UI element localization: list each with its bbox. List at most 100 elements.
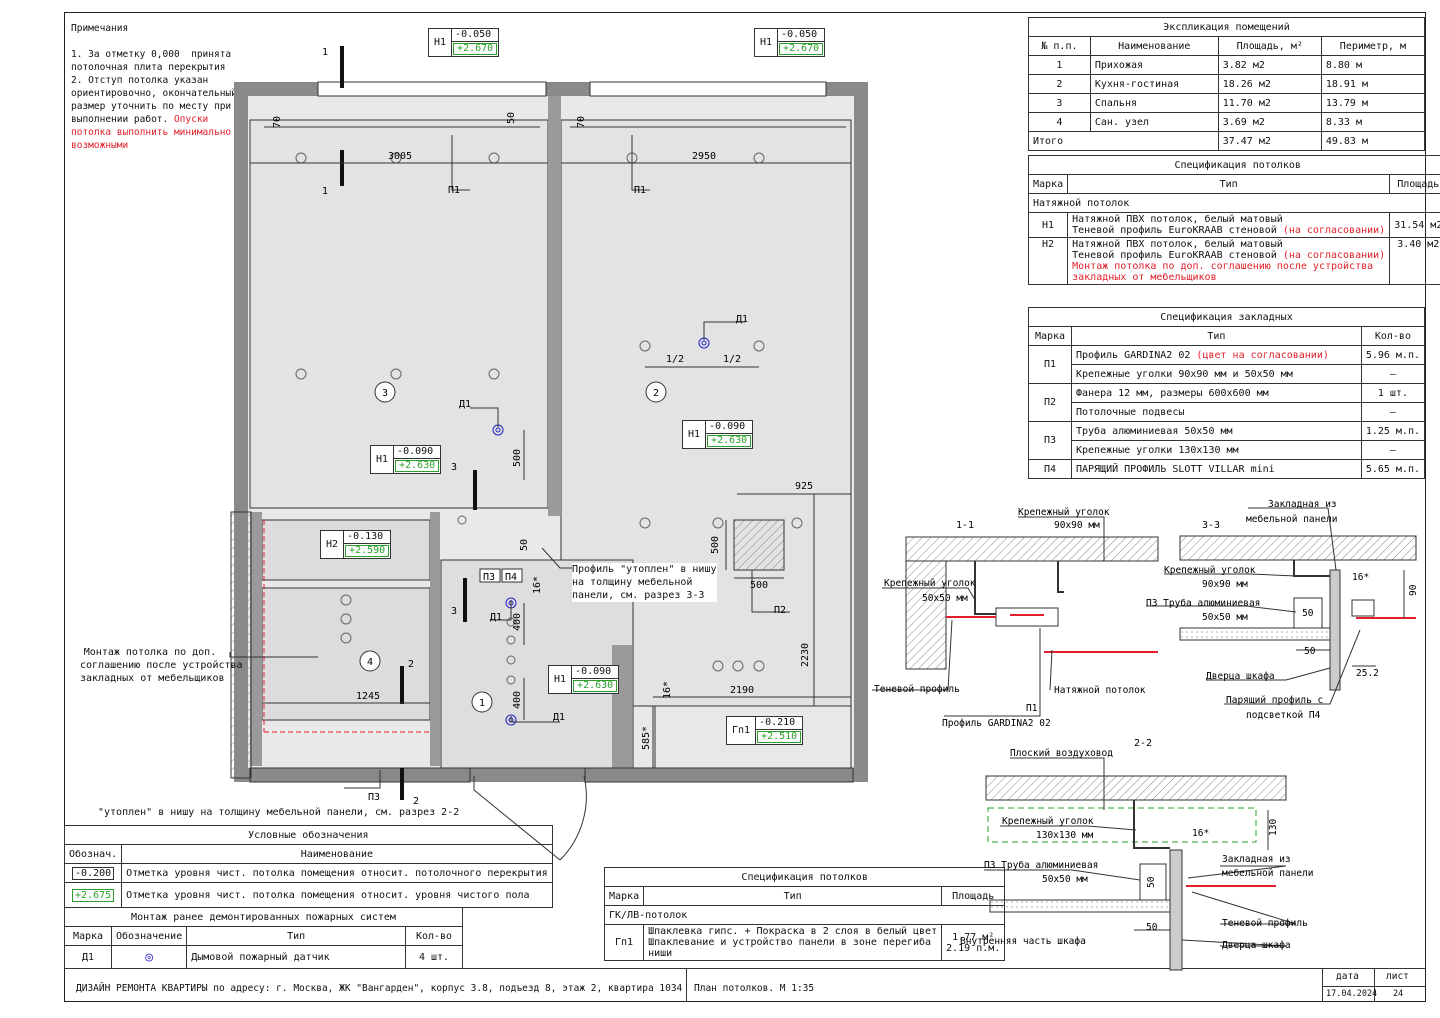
level-mark: Н2-0.130+2.590	[320, 530, 392, 559]
section-title: 2-2	[1134, 738, 1152, 749]
dimension: 925	[795, 481, 813, 492]
corner-bracket	[974, 561, 996, 615]
tag: П1	[448, 185, 460, 196]
dimension: 16*	[1192, 828, 1209, 839]
dimension: 50	[506, 112, 517, 124]
label: Профиль GARDINA2 02	[942, 718, 1051, 729]
leader-lines	[984, 757, 1297, 947]
label: Плоский воздуховод	[1010, 748, 1113, 759]
room-number: 2	[653, 388, 659, 399]
note-line-red: Опуски	[173, 114, 209, 125]
label: Крепежный уголок	[884, 578, 976, 589]
gardina-profile	[995, 607, 1059, 627]
leader-lines	[1146, 507, 1405, 705]
tag: П4	[505, 572, 517, 583]
window-2	[589, 81, 827, 97]
label: 50х50 мм	[1202, 612, 1248, 623]
shelf	[1179, 627, 1331, 641]
dimension: 50	[1302, 608, 1314, 619]
dimension: 1/2	[723, 354, 741, 365]
label: Закладная из	[1268, 499, 1337, 510]
tag-box	[501, 568, 523, 583]
label: подсветкой П4	[1246, 710, 1321, 721]
bath-wall-left	[250, 512, 262, 766]
dimension: 25.2	[1356, 668, 1379, 679]
leader-lines	[872, 516, 1105, 717]
label: П1	[1026, 703, 1038, 714]
corner-bracket	[1293, 560, 1330, 577]
note-line: 2. Отступ потолка указан	[71, 75, 209, 86]
label: П3 Труба алюминиевая	[984, 860, 1098, 871]
wall	[905, 560, 947, 670]
room-number: 1	[479, 698, 485, 709]
dimension-lines	[250, 162, 851, 768]
dimension: 50	[519, 539, 530, 551]
date: 17.04.2024	[1326, 989, 1378, 999]
dimension: 50	[1304, 646, 1316, 657]
level-mark: Н1-0.090+2.630	[682, 420, 754, 449]
dimension: 70	[272, 116, 283, 128]
level-mark: Н1-0.050+2.670	[754, 28, 826, 57]
project-title: ДИЗАЙН РЕМОНТА КВАРТИРЫ по адресу: г. Мо…	[76, 983, 683, 994]
dimension: 2230	[800, 643, 811, 667]
slab	[1179, 535, 1417, 561]
dimension: 3005	[388, 151, 412, 162]
tag: Д1	[736, 314, 748, 325]
section-title: 3-3	[1202, 520, 1220, 531]
section-label: 2	[408, 659, 414, 670]
divider	[1322, 968, 1323, 1002]
label: 130х130 мм	[1036, 830, 1093, 841]
tag: Д1	[553, 712, 565, 723]
dimension: 50	[1146, 922, 1158, 933]
drawing-frame	[64, 12, 1426, 1002]
mount-note: Монтаж потолка по доп.соглашению после у…	[80, 647, 243, 684]
label: Закладная из	[1222, 854, 1291, 865]
divider	[686, 968, 687, 1002]
label: 90х90 мм	[1202, 579, 1248, 590]
dimension: 70	[576, 116, 587, 128]
dimension: 2950	[692, 151, 716, 162]
room-marker	[374, 381, 396, 403]
tag: П3	[368, 792, 380, 803]
date-label: дата	[1336, 971, 1359, 982]
tag: П1	[634, 185, 646, 196]
dimension: 16*	[662, 681, 673, 699]
sheet-label: лист	[1386, 971, 1409, 982]
tag: П3	[483, 572, 495, 583]
title-block	[64, 968, 1426, 1003]
room-marker	[471, 691, 493, 713]
label: Внутренняя часть шкафа	[960, 936, 1086, 947]
label: 50х50 мм	[1042, 874, 1088, 885]
room-marker	[359, 650, 381, 672]
level-mark: Н1-0.090+2.630	[370, 445, 442, 474]
partition-wall	[548, 96, 561, 516]
tag: П2	[774, 605, 786, 616]
dimension: 130	[1268, 819, 1279, 836]
room-marker	[645, 381, 667, 403]
corner-bracket	[1057, 561, 1064, 593]
note-line: потолочная плита перекрытия	[71, 62, 226, 73]
dimension: 50	[1146, 876, 1157, 888]
level-mark: Н1-0.090+2.630	[548, 665, 620, 694]
dimension: 2190	[730, 685, 754, 696]
dimension: 400	[512, 691, 523, 709]
label: мебельной панели	[1222, 868, 1314, 879]
room-3-area	[249, 119, 549, 509]
dimension: 500	[710, 536, 721, 554]
